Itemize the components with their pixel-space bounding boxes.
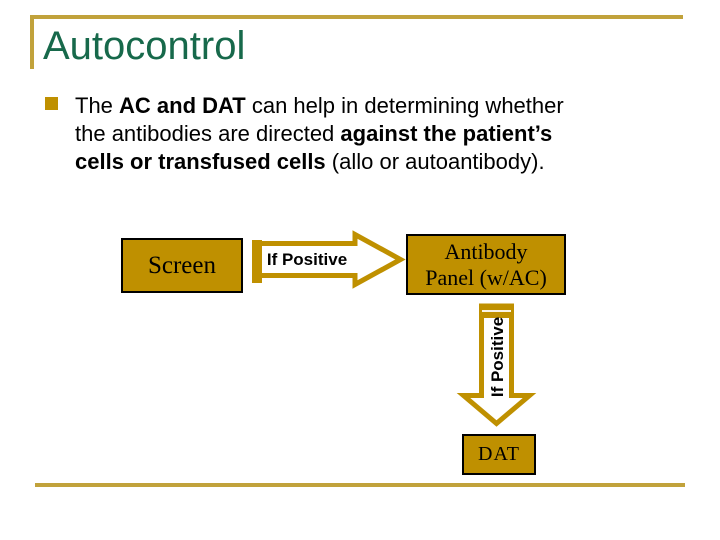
arrow-right-icon (252, 230, 406, 289)
text-segment-bold: cells or transfused cells (75, 149, 326, 174)
bottom-rule (35, 483, 685, 487)
arrow-down-icon (456, 303, 537, 427)
arrow-right-tail (252, 240, 262, 283)
bullet-square-icon (45, 97, 58, 110)
antibody-box-line2: Panel (w/AC) (425, 264, 547, 290)
title-accent-line (30, 15, 34, 69)
paragraph-line: cells or transfused cells (allo or autoa… (75, 148, 655, 176)
paragraph-line: The AC and DAT can help in determining w… (75, 92, 655, 120)
dat-box-label: DAT (478, 443, 520, 465)
antibody-panel-box: Antibody Panel (w/AC) (406, 234, 566, 295)
paragraph-line: the antibodies are directed against the … (75, 120, 655, 148)
text-segment: The (75, 93, 120, 118)
bullet-paragraph: The AC and DAT can help in determining w… (75, 92, 655, 176)
arrow-down-tail-slit (482, 310, 511, 312)
text-segment-bold: AC and DAT (119, 93, 246, 118)
dat-box: DAT (462, 434, 536, 475)
arrow-right-label: If Positive (266, 250, 348, 269)
screen-box-label: Screen (147, 251, 217, 279)
text-segment: can help in determining whether (245, 93, 564, 118)
screen-box: Screen (121, 238, 243, 293)
arrow-down-label: If Positive (488, 316, 507, 398)
page-title: Autocontrol (43, 24, 246, 68)
top-rule (30, 15, 683, 19)
text-segment: the antibodies are directed (75, 121, 341, 146)
text-segment-bold: against the patient’s (340, 121, 553, 146)
text-segment: (allo or autoantibody). (325, 149, 545, 174)
antibody-box-line1: Antibody (444, 238, 528, 264)
